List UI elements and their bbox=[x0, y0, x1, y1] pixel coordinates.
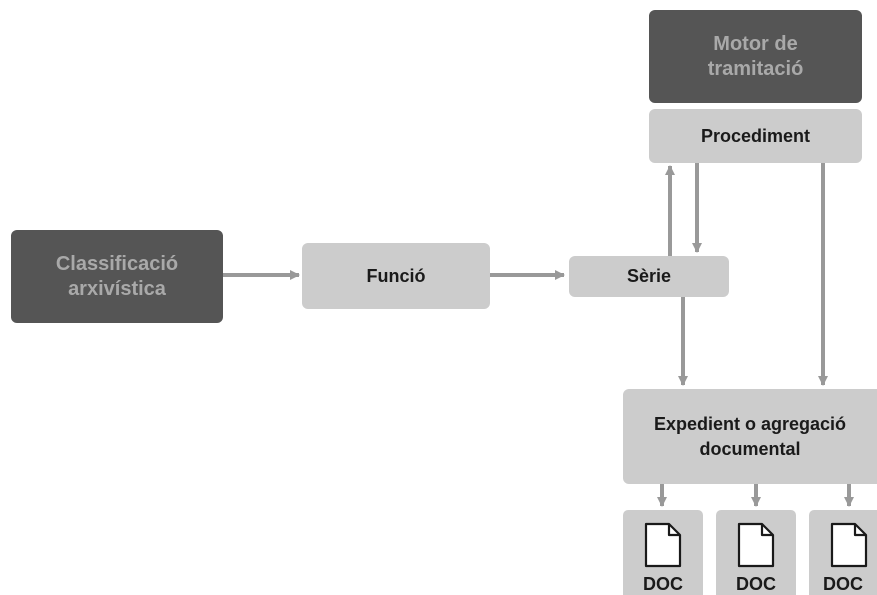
motor-de-tramitacio-box: Motor de tramitació bbox=[649, 10, 862, 103]
serie-label: Sèrie bbox=[626, 266, 672, 286]
expedient-label-line2: documental bbox=[699, 438, 801, 459]
document-label: DOC bbox=[736, 574, 776, 594]
document-label: DOC bbox=[643, 574, 683, 594]
procediment-box: Procediment bbox=[649, 109, 862, 163]
document-icon bbox=[737, 522, 775, 568]
expedient-label-line1: Expedient o agregació bbox=[653, 413, 847, 434]
classificacio-arxivistica-box: Classificació arxivística bbox=[11, 230, 223, 323]
funcio-box: Funció bbox=[302, 243, 490, 309]
motor-label-line1: Motor de bbox=[713, 32, 798, 55]
document-label: DOC bbox=[823, 574, 863, 594]
classificacio-label-line2: arxivística bbox=[68, 277, 166, 300]
document-card: DOC bbox=[716, 510, 796, 595]
serie-box: Sèrie bbox=[569, 256, 729, 297]
document-card: DOC bbox=[809, 510, 877, 595]
motor-label-line2: tramitació bbox=[707, 57, 804, 80]
funcio-label: Funció bbox=[366, 265, 426, 286]
procediment-label: Procediment bbox=[700, 125, 811, 146]
expedient-box: Expedient o agregació documental bbox=[623, 389, 877, 484]
classificacio-label-line1: Classificació bbox=[55, 252, 179, 275]
document-icon bbox=[830, 522, 868, 568]
document-card: DOC bbox=[623, 510, 703, 595]
document-icon bbox=[644, 522, 682, 568]
